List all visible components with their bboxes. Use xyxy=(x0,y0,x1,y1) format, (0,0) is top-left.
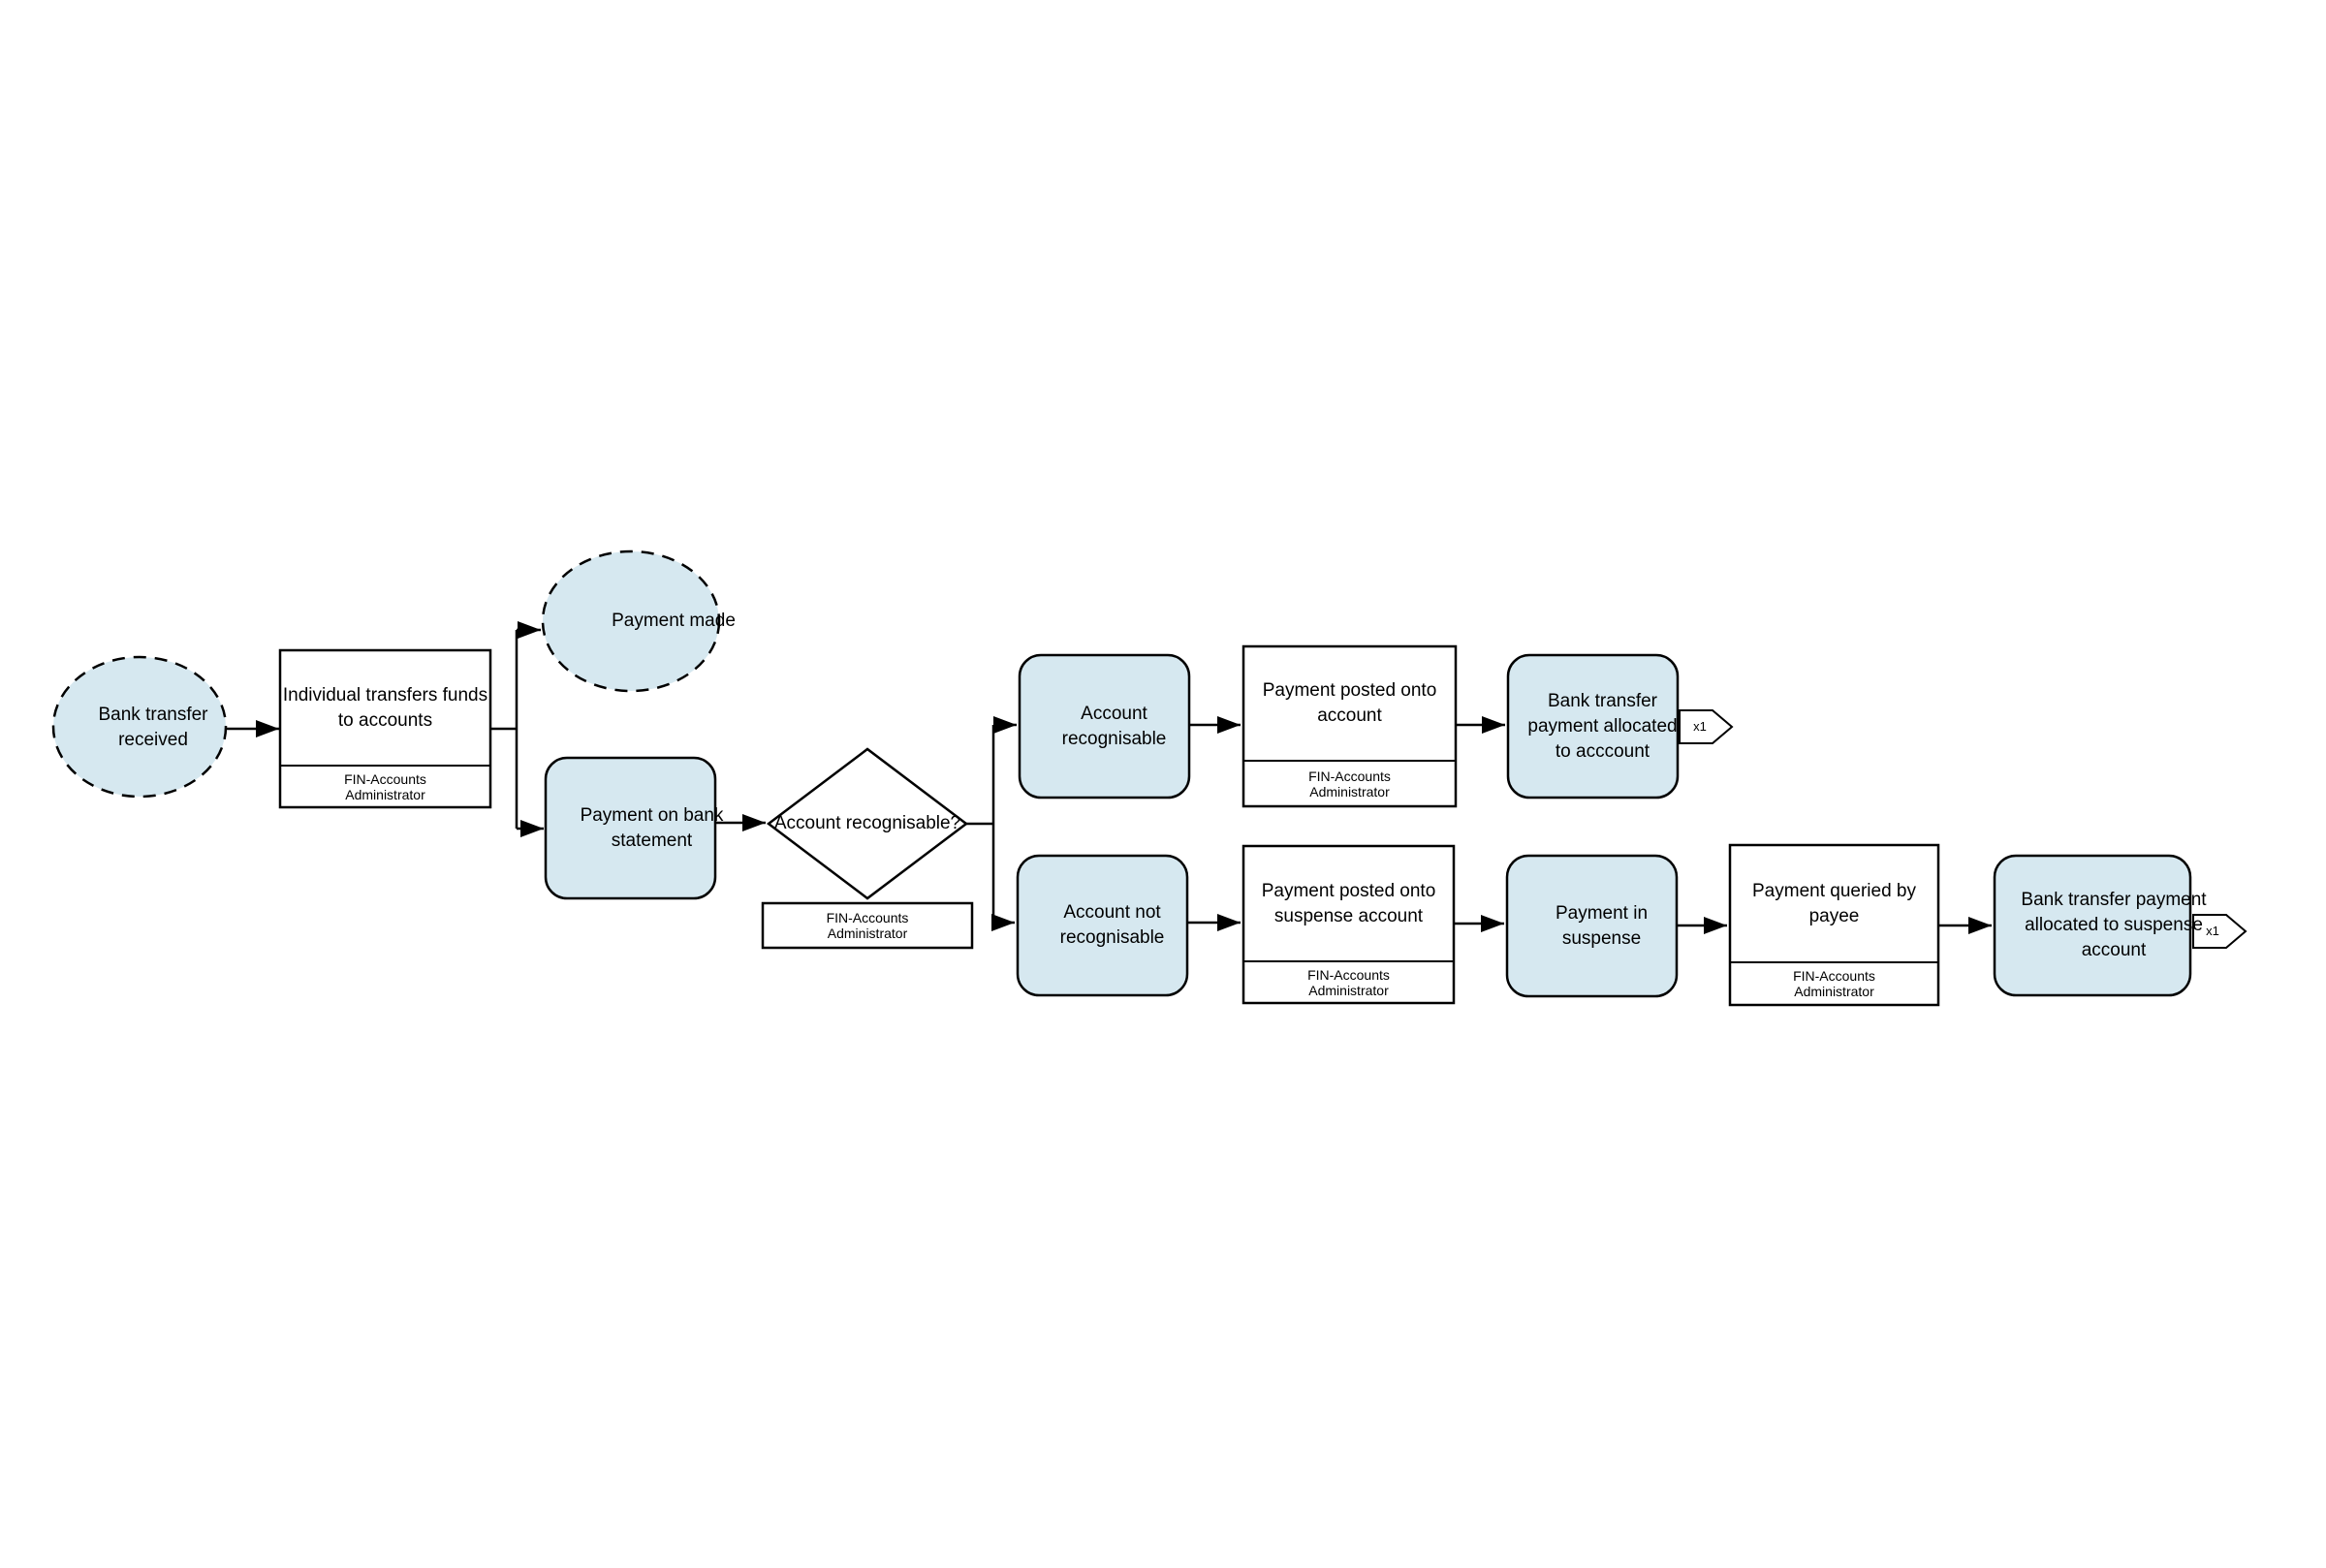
transfer-task-shape xyxy=(278,648,492,809)
decision-diamond-shape xyxy=(766,747,969,900)
payment-on-statement-shape xyxy=(544,756,717,900)
allocated-suspense-shape xyxy=(1993,854,2192,997)
account-not-recognisable-shape xyxy=(1016,854,1189,997)
edge-decision-split xyxy=(966,725,995,923)
allocated-suspense-loop-marker-shape xyxy=(2192,914,2247,949)
payment-posted-suspense-shape xyxy=(1242,844,1456,1005)
start-event-shape xyxy=(51,655,228,799)
allocated-account-shape xyxy=(1506,653,1680,800)
allocated-account-loop-marker-shape xyxy=(1679,709,1734,744)
payment-posted-account-shape xyxy=(1242,644,1458,808)
account-recognisable-shape xyxy=(1018,653,1191,800)
payment-queried-shape xyxy=(1728,843,1940,1007)
edges-group xyxy=(226,621,1992,934)
payment-made-event-shape xyxy=(541,549,721,693)
payment-in-suspense-shape xyxy=(1505,854,1679,998)
decision-role-box-shape xyxy=(761,901,974,950)
edge-task-split xyxy=(490,630,519,829)
